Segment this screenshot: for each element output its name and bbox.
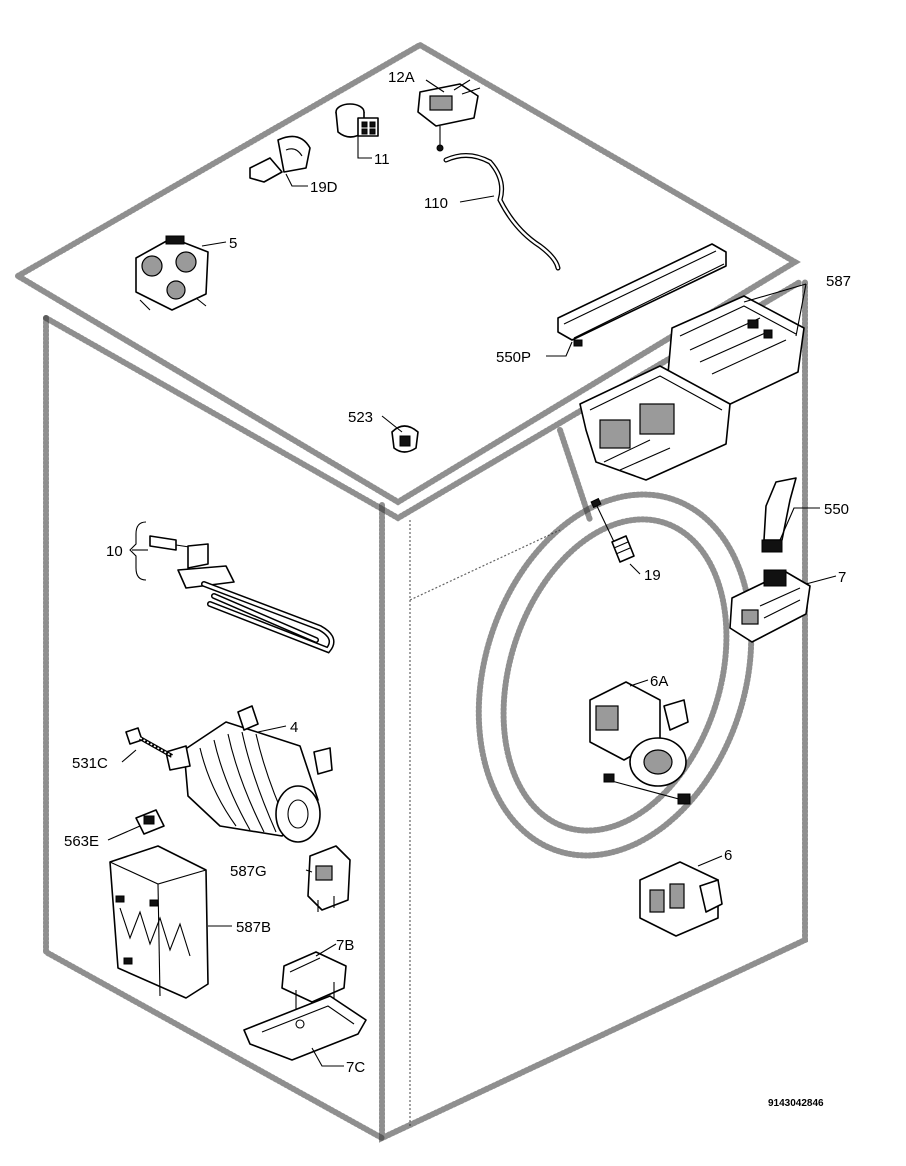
part-587b-module [109, 845, 209, 999]
part-7c-base-plate [243, 995, 367, 1061]
part-5-inlet-valve [135, 235, 209, 311]
part-7-door-lock [729, 569, 811, 643]
callout-4: 4 [290, 719, 298, 736]
part-6a-drain-pump [589, 681, 691, 805]
callout-5: 5 [229, 235, 237, 252]
callout-6a: 6A [650, 673, 668, 690]
part-587-electronic-board [579, 295, 805, 481]
part-550-door-handle [761, 477, 797, 553]
part-523-clip [391, 425, 419, 453]
callout-563e: 563E [64, 833, 99, 850]
callout-550p: 550P [496, 349, 531, 366]
part-11-capacitor [335, 103, 379, 138]
callout-7c: 7C [346, 1059, 365, 1076]
callout-6: 6 [724, 847, 732, 864]
leader-lines [107, 79, 837, 1067]
part-550p-dispenser-panel [557, 243, 727, 347]
part-6-pump-filter [639, 861, 723, 937]
callout-12a: 12A [388, 69, 415, 86]
callout-19d: 19D [310, 179, 338, 196]
callout-587: 587 [826, 273, 851, 290]
part-110-hose [443, 153, 561, 271]
callout-587g: 587G [230, 863, 267, 880]
part-10-heating-element [149, 535, 335, 654]
callout-523: 523 [348, 409, 373, 426]
callout-labels: 12A 11 19D 110 5 587 550P 523 10 550 19 … [64, 69, 851, 1109]
callout-531c: 531C [72, 755, 108, 772]
drawing-number: 9143042846 [768, 1098, 824, 1109]
part-563e-clip [135, 809, 165, 835]
part-7b-bracket [281, 951, 347, 1010]
callout-110: 110 [424, 195, 448, 212]
callout-7: 7 [838, 569, 846, 586]
part-4-motor [165, 705, 333, 843]
part-19d-clip [249, 135, 311, 183]
callout-550: 550 [824, 501, 849, 518]
part-19-sensor [590, 497, 635, 563]
part-12a-selector-switch [417, 79, 481, 152]
callout-19: 19 [644, 567, 661, 584]
part-531c-bolt [125, 727, 173, 758]
callout-11: 11 [374, 151, 390, 168]
callout-10: 10 [106, 543, 123, 560]
callout-7b: 7B [336, 937, 354, 954]
callout-587b: 587B [236, 919, 271, 936]
part-587g-switch [307, 845, 351, 912]
